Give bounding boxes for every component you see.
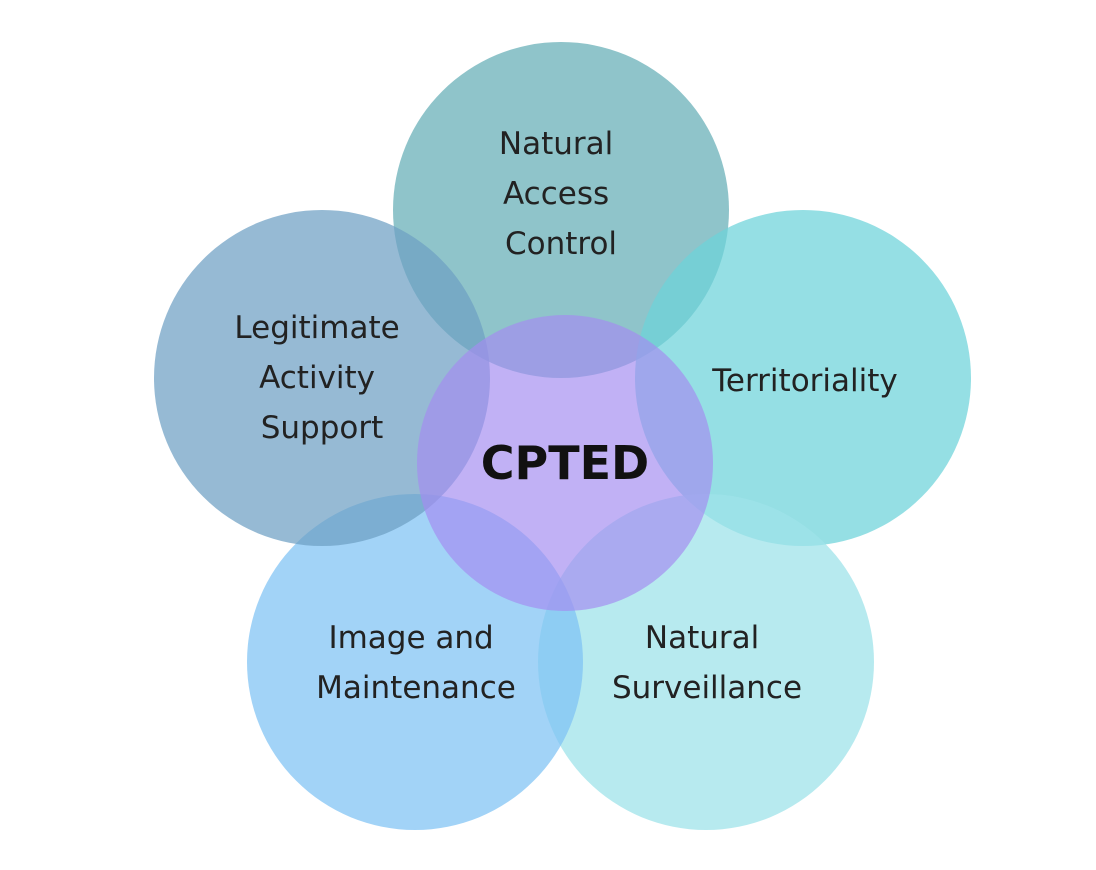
label-line: Image and <box>328 620 493 656</box>
label-line: Control <box>505 226 617 262</box>
petal-circle-territoriality <box>635 210 971 546</box>
petal-label-territoriality: Territoriality <box>711 363 898 399</box>
label-line: Natural <box>645 620 759 656</box>
label-line: Territoriality <box>711 363 898 399</box>
label-line: Legitimate <box>234 310 399 346</box>
center-circle-cpted <box>417 315 713 611</box>
label-line: Maintenance <box>316 670 516 706</box>
label-line: Access <box>503 176 609 212</box>
labels-layer: Natural Access Control Territoriality Na… <box>234 126 897 706</box>
circles-layer <box>154 42 971 830</box>
petal-circle-legitimate-activity-support <box>154 210 490 546</box>
label-line: Support <box>261 410 384 446</box>
label-line: Natural <box>499 126 613 162</box>
label-line: Activity <box>259 360 375 396</box>
petal-circle-natural-access-control <box>393 42 729 378</box>
label-line: Surveillance <box>612 670 802 706</box>
petal-label-natural-surveillance: Natural Surveillance <box>612 620 802 706</box>
petal-label-legitimate-activity-support: Legitimate Activity Support <box>234 310 409 446</box>
center-label-cpted: CPTED <box>481 436 649 490</box>
petal-label-image-and-maintenance: Image and Maintenance <box>316 620 516 706</box>
petal-label-natural-access-control: Natural Access Control <box>499 126 623 262</box>
